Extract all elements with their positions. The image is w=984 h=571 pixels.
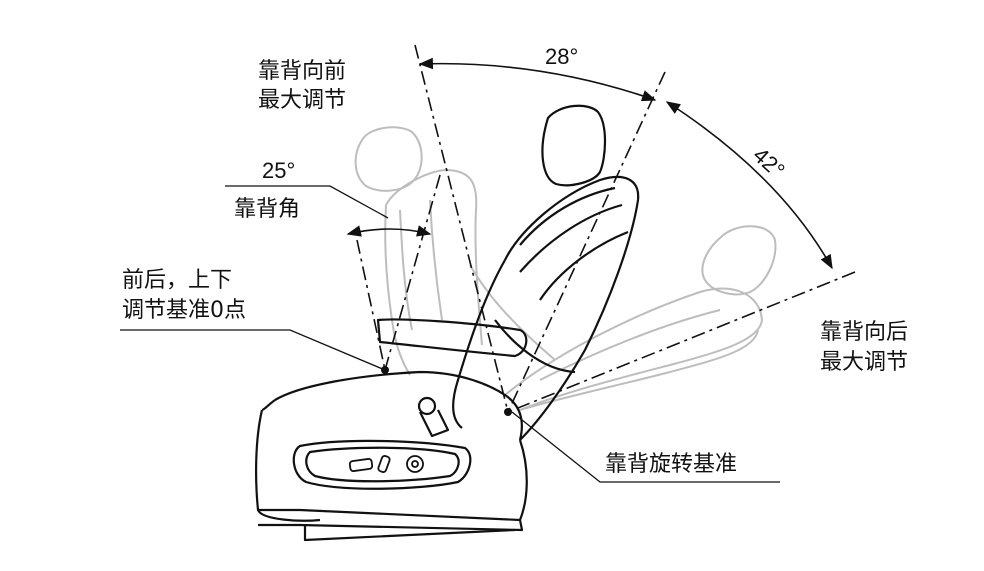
forward-max-label-line1: 靠背向前 bbox=[258, 59, 347, 84]
backward-max-label-line2: 最大调节 bbox=[820, 350, 909, 375]
angle-28-label: 28° bbox=[545, 44, 579, 69]
forward-max-label-line2: 最大调节 bbox=[258, 88, 347, 113]
ref-point-label-line2: 调节基准0点 bbox=[122, 298, 246, 323]
ref-point-label-line1: 前后，上下 bbox=[122, 268, 233, 293]
angle-25-label: 25° bbox=[262, 158, 296, 183]
backward-max-label-line1: 靠背向后 bbox=[820, 320, 909, 345]
ghost-seat-reclined bbox=[504, 225, 777, 411]
reference-lines bbox=[356, 44, 856, 413]
reference-points bbox=[381, 366, 512, 416]
ghost-seat-forward bbox=[354, 126, 556, 376]
backrest-angle-label: 靠背角 bbox=[234, 197, 301, 222]
leader-lines bbox=[120, 185, 780, 483]
rotation-ref-label: 靠背旋转基准 bbox=[605, 452, 738, 477]
seat-switches bbox=[348, 455, 424, 473]
angle-arcs bbox=[346, 57, 833, 270]
main-seat bbox=[255, 104, 640, 542]
